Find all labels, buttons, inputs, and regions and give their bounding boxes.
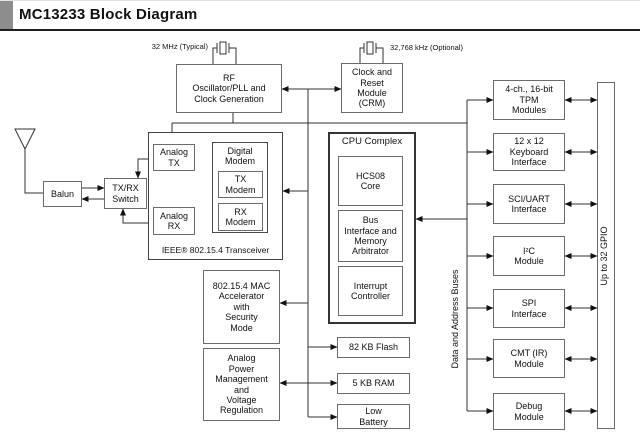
page-title: MC13233 Block Diagram xyxy=(19,6,198,23)
i2c-module-block: I²C Module xyxy=(493,236,565,276)
mac-accelerator-block: 802.15.4 MAC Accelerator with Security M… xyxy=(203,270,280,344)
tpm-modules-block: 4-ch., 16-bit TPM Modules xyxy=(493,80,565,120)
spi-interface-block: SPI Interface xyxy=(493,289,565,328)
analog-rx-block: Analog RX xyxy=(153,207,195,235)
antenna-icon xyxy=(14,128,43,194)
interrupt-controller-block: Interrupt Controller xyxy=(338,266,403,316)
label-gpio: Up to 32 GPIO xyxy=(599,226,609,286)
title-rule xyxy=(0,29,640,31)
gpio-bar xyxy=(597,82,615,429)
label-transceiver: IEEE® 802.15.4 Transceiver xyxy=(161,245,270,255)
flash-block: 82 KB Flash xyxy=(337,337,410,358)
analog-tx-block: Analog TX xyxy=(153,144,195,171)
label-data-address-bus: Data and Address Buses xyxy=(450,269,460,369)
label-32khz-crystal: 32,768 kHz (Optional) xyxy=(390,43,463,52)
balun-block: Balun xyxy=(43,181,82,207)
rx-modem-block: RX Modem xyxy=(218,203,263,231)
keyboard-interface-block: 12 x 12 Keyboard Interface xyxy=(493,133,565,171)
low-battery-block: Low Battery xyxy=(337,404,410,429)
debug-module-block: Debug Module xyxy=(493,393,565,430)
ram-block: 5 KB RAM xyxy=(337,373,410,394)
crystal-32khz-icon xyxy=(359,41,384,63)
sci-uart-block: SCI/UART Interface xyxy=(493,184,565,224)
label-digital-modem: Digital Modem xyxy=(224,146,255,167)
hcs08-core-block: HCS08 Core xyxy=(338,156,403,206)
label-cpu-complex: CPU Complex xyxy=(341,136,403,147)
power-management-block: Analog Power Management and Voltage Regu… xyxy=(203,348,280,421)
bus-interface-block: Bus Interface and Memory Arbitrator xyxy=(338,210,403,262)
gray-corner-square xyxy=(0,1,13,30)
crystal-32mhz-icon xyxy=(212,41,237,64)
clock-reset-module-block: Clock and Reset Module (CRM) xyxy=(341,63,403,113)
cmt-ir-module-block: CMT (IR) Module xyxy=(493,339,565,378)
tx-modem-block: TX Modem xyxy=(218,171,263,198)
txrx-switch-block: TX/RX Switch xyxy=(104,178,147,209)
rf-oscillator-block: RF Oscillator/PLL and Clock Generation xyxy=(176,64,282,113)
label-32mhz-crystal: 32 MHz (Typical) xyxy=(151,42,208,51)
